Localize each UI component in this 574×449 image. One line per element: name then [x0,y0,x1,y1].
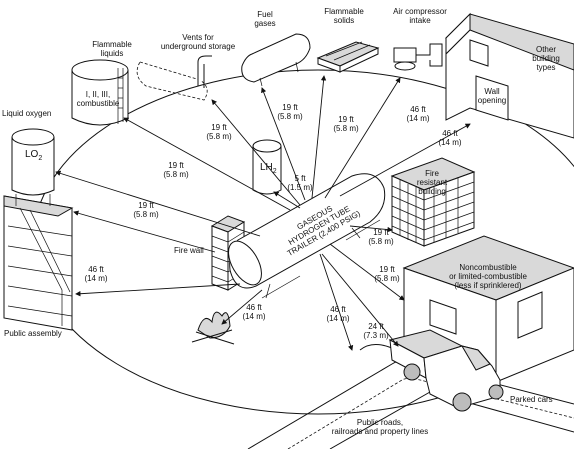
underground-storage-vents [136,55,212,101]
distance-lo2: 19 ft(5.8 m) [133,201,159,219]
parked-pickup-truck [388,329,504,412]
liquid-oxygen-label: Liquid oxygen [2,109,51,118]
distance-public-roads: 46 ft(14 m) [326,305,349,323]
lh2-tank [252,139,282,195]
distance-air-intake: 46 ft(14 m) [406,105,429,123]
distance-open-fire: 46 ft(14 m) [242,303,265,321]
distance-parked-cars: 24 ft(7.3 m) [363,322,389,340]
distance-wall-opening: 46 ft(14 m) [438,129,461,147]
distance-fuel-gases: 19 ft(5.8 m) [277,103,303,121]
air-compressor-intake [393,43,443,71]
open-fire [191,311,235,345]
distance-flammable-liquids: 19 ft(5.8 m) [163,161,189,179]
lh2-label: LH2 [260,162,277,175]
other-building [445,12,574,139]
distance-flammable-solids: 19 ft(5.8 m) [333,115,359,133]
distance-lh2: 5 ft(1.5 m) [287,174,313,192]
fire-resistant-building [390,157,476,247]
hydrogen-tube-trailer [228,173,386,299]
fuel-gases-tank [241,33,311,87]
distance-public-assembly: 46 ft(14 m) [84,265,107,283]
public-assembly-bleachers [3,195,74,331]
liquid-oxygen-tank [11,128,55,206]
public-assembly-label: Public assembly [4,329,62,338]
public-roads-label: Public roads,railroads and property line… [332,418,429,436]
parked-cars-label: Parked cars [510,395,553,404]
distance-fire-resistant: 19 ft(5.8 m) [368,228,394,246]
distance-noncombustible: 19 ft(5.8 m) [374,265,400,283]
distance-vents: 19 ft(5.8 m) [206,123,232,141]
distance-arrows [55,75,471,351]
flammable-liquids-class-label: I, II, III,combustible [77,90,120,108]
fire-wall-label: Fire wall [174,246,204,255]
flammable-liquids-tank [71,59,129,126]
flammable-solids-stack [316,41,380,73]
lo2-label: LO2 [25,149,42,162]
